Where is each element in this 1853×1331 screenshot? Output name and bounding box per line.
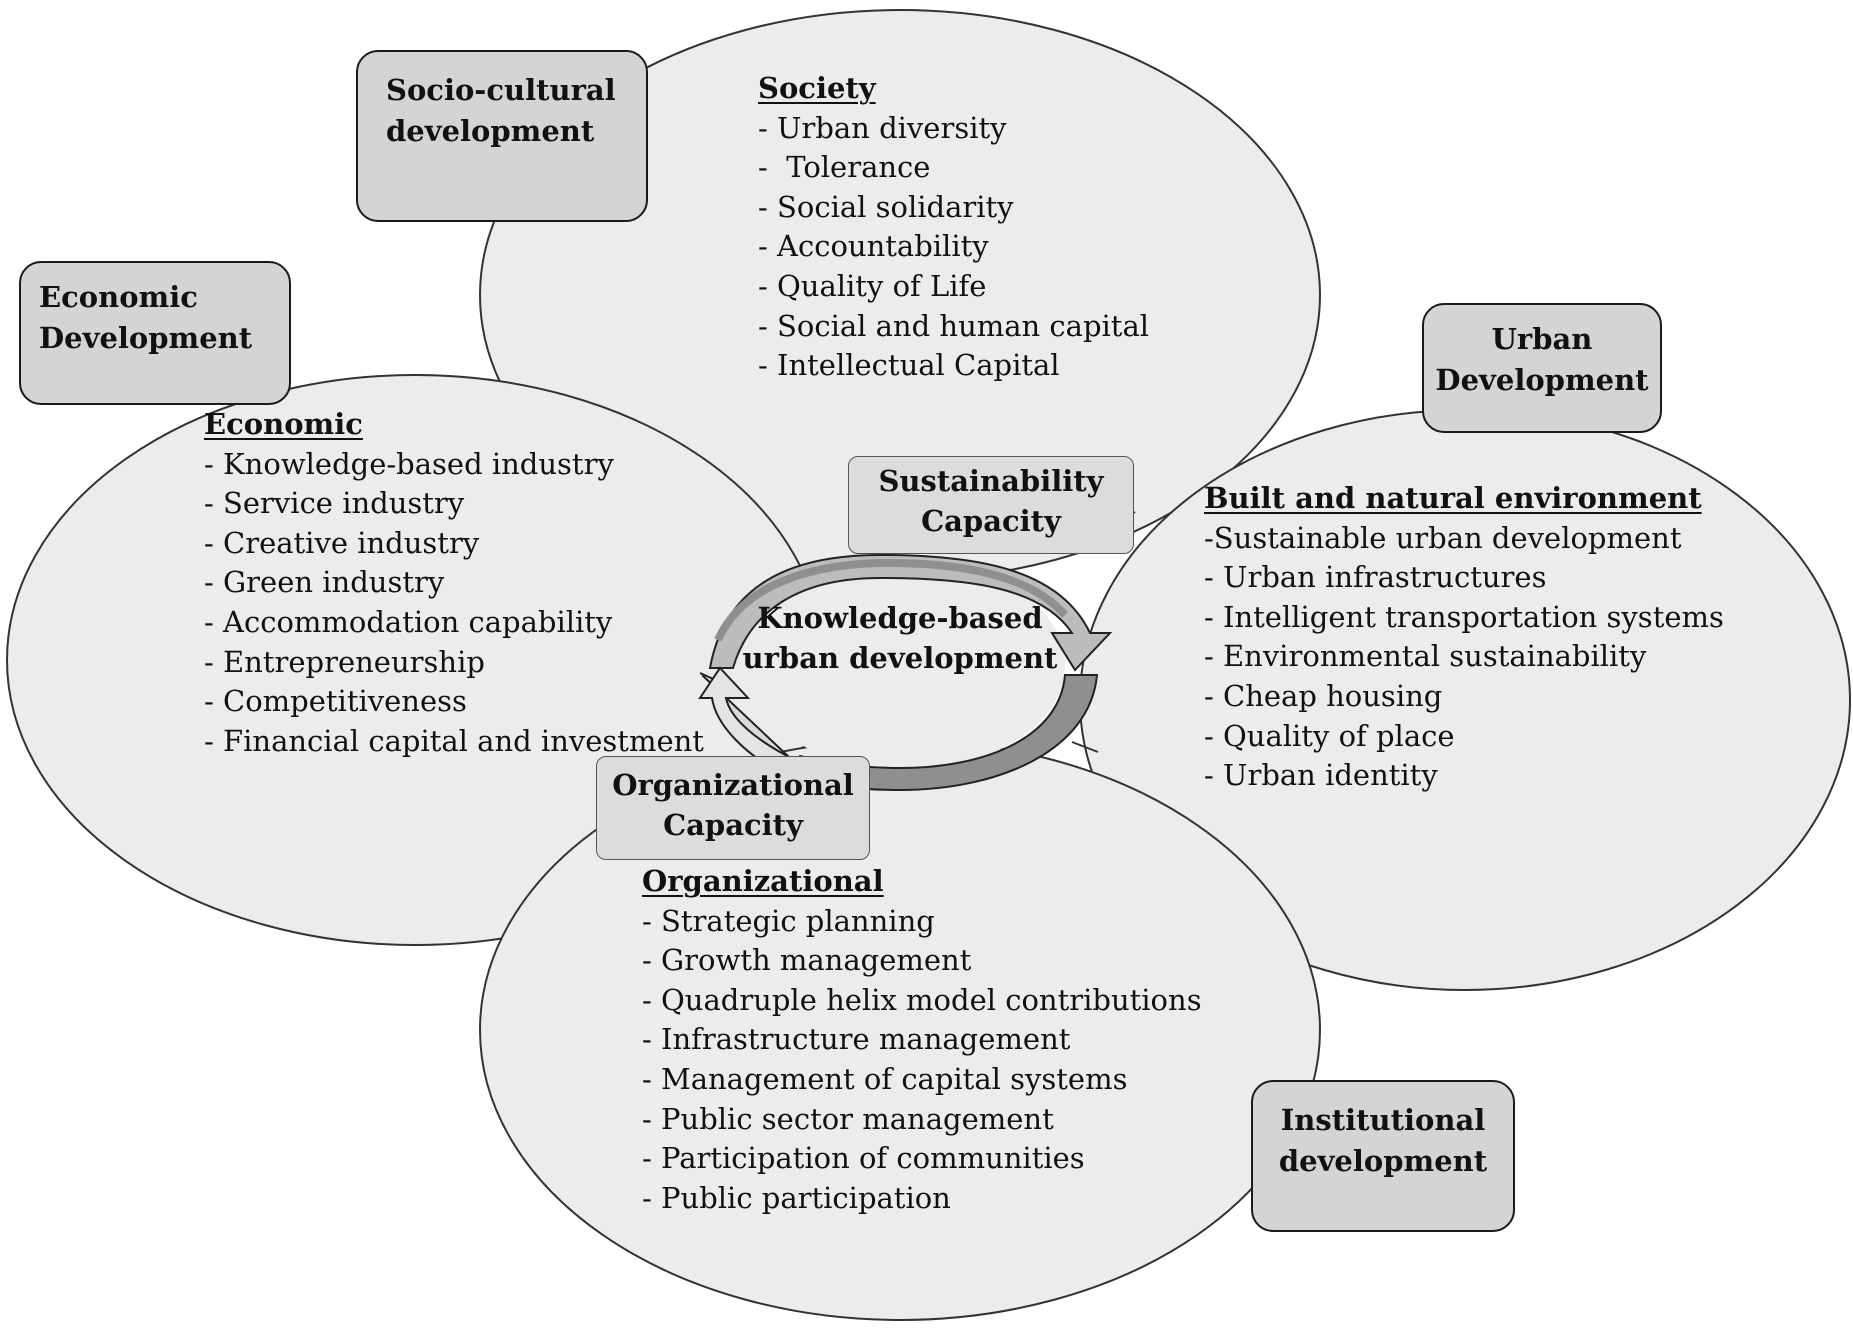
urban-box-line1: Urban [1491, 322, 1593, 356]
built-environment-heading: Built and natural environment [1204, 481, 1702, 515]
list-item: - Public participation [642, 1180, 951, 1215]
list-item: - Management of capital systems [642, 1061, 1128, 1096]
list-item: - Public sector management [642, 1101, 1054, 1136]
society-heading: Society [758, 71, 876, 105]
organizational-capacity-line2: Capacity [663, 808, 803, 842]
urban-box-line2: Development [1435, 363, 1649, 397]
list-item: - Knowledge-based industry [204, 446, 614, 481]
list-item: -Sustainable urban development [1204, 520, 1682, 555]
economic-list: Economic - Knowledge-based industry - Se… [204, 405, 704, 761]
list-item: - Accountability [758, 229, 989, 264]
list-item: - Social solidarity [758, 189, 1014, 224]
list-item: - Urban diversity [758, 110, 1007, 145]
organizational-capacity-line1: Organizational [612, 768, 854, 802]
organizational-list: Organizational - Strategic planning - Gr… [642, 862, 1202, 1218]
list-item: - Green industry [204, 565, 445, 600]
list-item: - Urban infrastructures [1204, 560, 1547, 595]
list-item: - Intellectual Capital [758, 348, 1060, 383]
list-item: - Tolerance [758, 150, 931, 185]
list-item: - Intelligent transportation systems [1204, 599, 1724, 634]
sustainability-capacity-box: Sustainability Capacity [848, 456, 1134, 554]
list-item: - Strategic planning [642, 903, 935, 938]
institutional-box-line1: Institutional [1280, 1103, 1486, 1137]
list-item: - Growth management [642, 943, 972, 978]
list-item: - Quadruple helix model contributions [642, 982, 1202, 1017]
list-item: - Accommodation capability [204, 604, 613, 639]
built-environment-list: Built and natural environment -Sustainab… [1204, 479, 1724, 796]
sustainability-capacity-line2: Capacity [921, 504, 1061, 538]
cycle-arrow-top [708, 553, 1113, 672]
list-item: - Entrepreneurship [204, 644, 485, 679]
institutional-development-box: Institutional development [1251, 1080, 1515, 1232]
cycle-label-line2: urban development [742, 641, 1058, 675]
cycle-center [745, 560, 1065, 770]
list-item: - Social and human capital [758, 308, 1150, 343]
list-item: - Environmental sustainability [1204, 639, 1647, 674]
socio-cultural-box-line1: Socio-cultural [386, 73, 616, 107]
list-item: - Cheap housing [1204, 678, 1443, 713]
economic-box-line2: Development [39, 321, 253, 355]
list-item: - Quality of Life [758, 268, 987, 303]
list-item: - Creative industry [204, 525, 480, 560]
sustainability-capacity-line1: Sustainability [878, 464, 1104, 498]
society-list: Society - Urban diversity - Tolerance - … [758, 69, 1149, 386]
economic-box-line1: Economic [39, 280, 198, 314]
list-item: - Urban identity [1204, 758, 1438, 793]
list-item: - Quality of place [1204, 718, 1455, 753]
list-item: - Infrastructure management [642, 1022, 1071, 1057]
list-item: - Financial capital and investment [204, 723, 704, 758]
connector-line-right [1071, 741, 1099, 753]
socio-cultural-development-box: Socio-cultural development [356, 50, 648, 222]
list-item: - Competitiveness [204, 684, 467, 719]
urban-development-box: Urban Development [1422, 303, 1662, 433]
economic-heading: Economic [204, 407, 363, 441]
organizational-capacity-box: Organizational Capacity [596, 756, 870, 860]
institutional-box-line2: development [1278, 1144, 1488, 1178]
list-item: - Service industry [204, 486, 465, 521]
cycle-label-line1: Knowledge-based [757, 601, 1043, 635]
knowledge-based-urban-development-label: Knowledge-based urban development [735, 598, 1065, 678]
socio-cultural-box-line2: development [386, 114, 595, 148]
list-item: - Participation of communities [642, 1141, 1085, 1176]
organizational-heading: Organizational [642, 864, 884, 898]
economic-development-box: Economic Development [19, 261, 291, 405]
